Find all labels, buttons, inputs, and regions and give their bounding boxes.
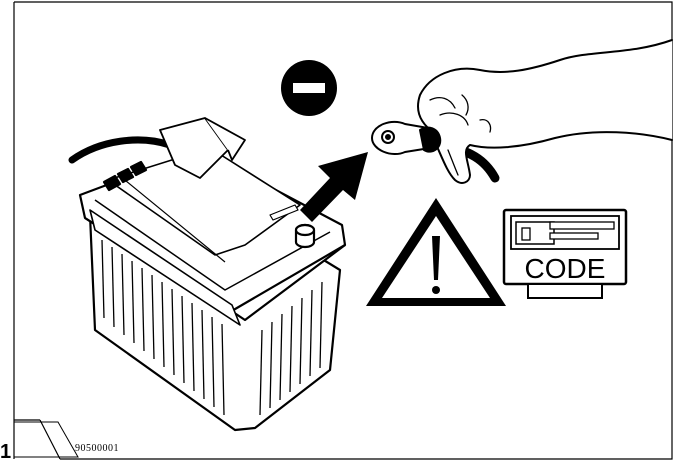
hand-with-cable-icon — [371, 39, 673, 184]
negative-terminal-icon — [281, 60, 337, 116]
battery-icon — [68, 117, 347, 432]
warning-triangle-icon — [366, 198, 506, 306]
radio-code-card-icon — [502, 208, 628, 299]
figure-tab — [14, 421, 79, 458]
code-label: CODE — [525, 253, 606, 284]
frame-border — [13, 1, 673, 460]
arrow-icon — [300, 152, 368, 222]
figure-number: 1 — [0, 441, 12, 463]
figure-code: 90500001 — [75, 443, 119, 454]
